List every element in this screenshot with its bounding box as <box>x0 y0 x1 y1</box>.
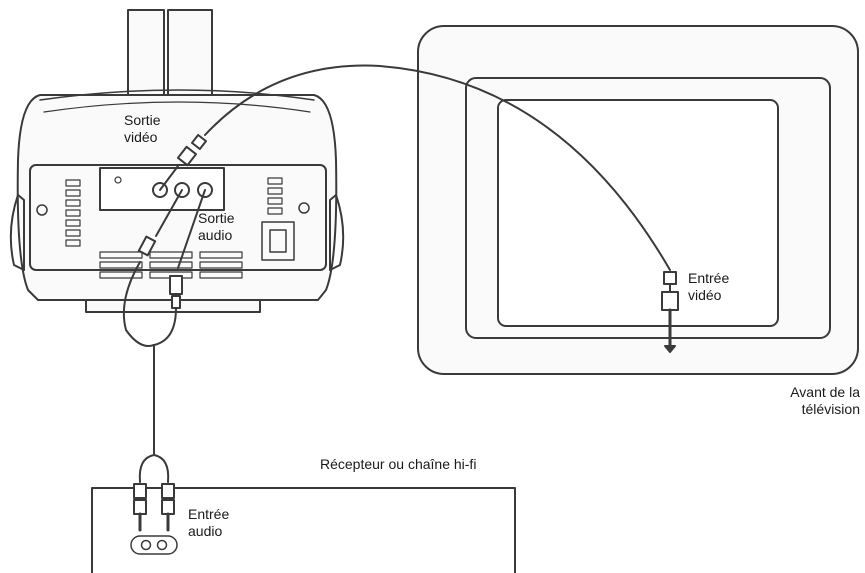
player-power-switch-frame <box>261 221 295 261</box>
video-plug-player <box>176 145 198 167</box>
audio-in-socket-left <box>140 539 152 551</box>
video-cable <box>159 64 679 353</box>
label-sortie-audio: Sortie audio <box>198 210 235 243</box>
receiver <box>91 487 516 573</box>
label-entree-audio: Entrée audio <box>188 506 230 539</box>
video-plug-tv <box>663 271 677 285</box>
player-right-vent <box>267 177 283 215</box>
label-sortie-video: Sortie vidéo <box>124 112 161 145</box>
player-bottom-grille <box>99 251 243 279</box>
video-out-jack <box>152 182 168 198</box>
audio-plug-right-receiver <box>161 483 175 499</box>
label-entree-video: Entrée vidéo <box>688 270 730 303</box>
audio-plug-right-player <box>169 275 183 295</box>
audio-in-socket <box>130 535 178 555</box>
player-lid-left <box>127 9 165 101</box>
audio-in-socket-right <box>156 539 168 551</box>
player-right-handle <box>329 194 345 271</box>
label-recepteur: Récepteur ou chaîne hi-fi <box>320 456 477 472</box>
player-left-handle <box>9 194 25 271</box>
receiver-box <box>91 487 516 573</box>
player-screw-right <box>298 202 310 214</box>
audio-cable <box>122 189 206 532</box>
tv-screen <box>497 99 779 327</box>
audio-plug-left-receiver <box>133 483 147 499</box>
player-small-screw <box>114 176 122 184</box>
television <box>417 25 859 375</box>
player-top-rim-inner <box>43 101 311 113</box>
video-plug-tip <box>664 345 676 353</box>
audio-out-jack-right <box>197 182 213 198</box>
player-power-switch <box>269 229 287 253</box>
player-left-vent <box>65 179 81 247</box>
video-cable-wire <box>204 64 671 271</box>
audio-plug-left-player <box>137 235 157 257</box>
audio-out-jack-left <box>174 182 190 198</box>
player-lid-right <box>167 9 213 101</box>
dvd-player <box>9 9 345 313</box>
label-avant-television: Avant de la télévision <box>790 384 860 417</box>
player-screw-left <box>36 204 48 216</box>
player-top-rim <box>39 89 315 101</box>
